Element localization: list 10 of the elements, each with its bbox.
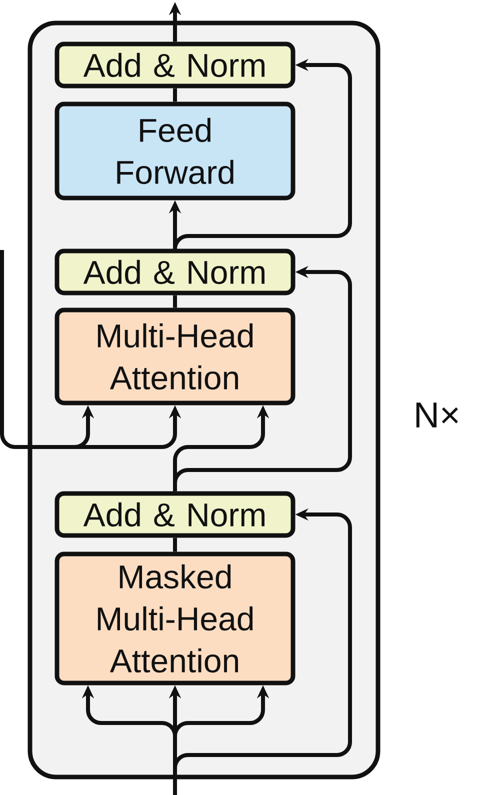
norm-box: Add & Norm — [54, 42, 296, 88]
attention-box: Masked Multi-Head Attention — [54, 552, 296, 686]
attention-box: Multi-Head Attention — [54, 308, 296, 406]
feed-forward-box: Feed Forward — [54, 102, 296, 200]
norm-box: Add & Norm — [54, 491, 296, 538]
connector-line — [173, 295, 177, 308]
connector-line — [173, 538, 177, 552]
connector-line — [173, 88, 177, 102]
norm-box: Add & Norm — [54, 248, 296, 296]
repeat-label: N× — [416, 402, 458, 428]
